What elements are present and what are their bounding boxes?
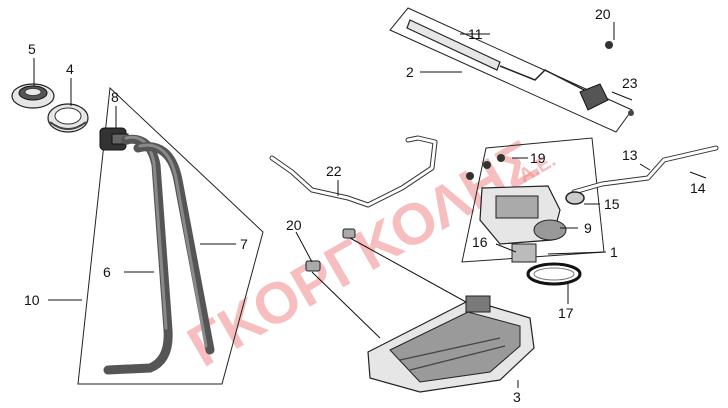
filler-hose [103, 134, 173, 375]
callout-14: 14 [690, 180, 706, 196]
callout-4: 4 [66, 61, 74, 77]
pump-gasket [526, 262, 582, 286]
callout-16: 16 [472, 234, 488, 250]
small-seal [565, 191, 585, 205]
callout-15: 15 [604, 196, 620, 212]
callout-20-bottom: 20 [286, 217, 302, 233]
wire-harness [269, 135, 438, 208]
callout-13: 13 [622, 147, 638, 163]
callout-22: 22 [326, 163, 342, 179]
callout-11: 11 [468, 26, 483, 42]
callout-9: 9 [584, 220, 592, 236]
bracket-strip [406, 19, 589, 93]
small-bracket [579, 83, 634, 116]
callout-6: 6 [103, 264, 111, 280]
callout-7: 7 [240, 236, 248, 252]
callout-17: 17 [558, 305, 574, 321]
callout-2: 2 [406, 64, 414, 80]
filler-ring [47, 103, 89, 133]
callout-23: 23 [622, 75, 638, 91]
callout-10: 10 [24, 292, 40, 308]
pump-screws [466, 154, 505, 180]
callout-19: 19 [530, 150, 546, 166]
fuel-pump [479, 185, 567, 263]
callout-8: 8 [111, 89, 119, 105]
bolt-top [605, 41, 613, 49]
grommets [305, 228, 356, 272]
callout-20-top: 20 [595, 6, 611, 22]
callout-3: 3 [513, 389, 521, 405]
leader-lines [33, 22, 707, 388]
callouts: 5 4 8 6 7 10 11 2 20 23 22 19 13 14 15 9… [24, 6, 706, 405]
hose-assembly-frame [77, 86, 264, 385]
fuel-cap [11, 83, 55, 109]
fuel-line [571, 145, 719, 195]
callout-1: 1 [610, 244, 618, 260]
breather-hose [133, 142, 215, 355]
callout-5: 5 [28, 41, 36, 57]
fuel-tank [367, 295, 535, 393]
